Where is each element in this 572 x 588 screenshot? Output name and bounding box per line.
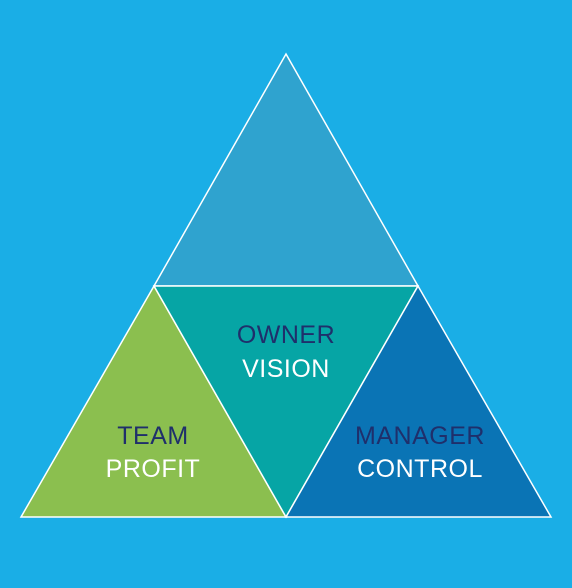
left-label-line1: TEAM — [117, 422, 188, 450]
center-label-line1: OWNER — [237, 321, 335, 349]
left-label: TEAM PROFIT — [106, 422, 201, 483]
center-label: OWNER VISION — [237, 321, 335, 383]
top-triangle — [152, 52, 420, 287]
right-label-line2: CONTROL — [357, 455, 483, 483]
left-label-line2: PROFIT — [106, 455, 201, 483]
right-label: MANAGER CONTROL — [355, 422, 485, 483]
right-label-line1: MANAGER — [355, 422, 485, 450]
center-label-line2: VISION — [242, 355, 330, 383]
right-triangle — [284, 284, 553, 518]
